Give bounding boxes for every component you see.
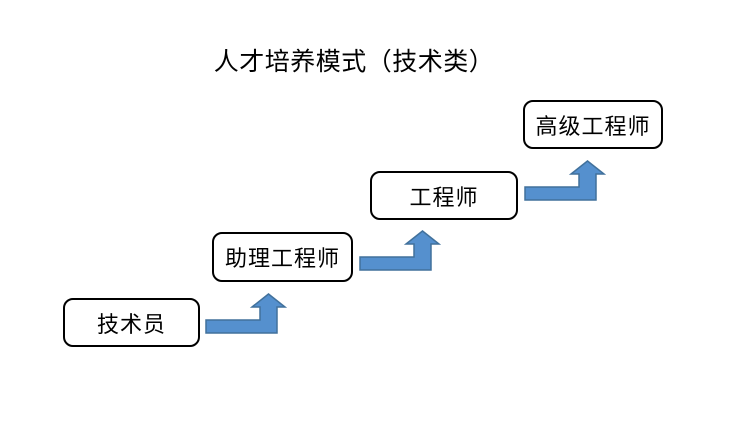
- bent-up-arrow-icon: [359, 230, 442, 271]
- diagram-title: 人才培养模式（技术类）: [213, 49, 495, 76]
- step-box-technician: 技术员: [63, 298, 200, 347]
- step-label: 技术员: [96, 311, 166, 337]
- step-box-engineer: 工程师: [370, 171, 518, 220]
- bent-up-arrow-icon: [524, 160, 607, 201]
- step-box-senior-engineer: 高级工程师: [523, 100, 663, 149]
- step-label: 高级工程师: [535, 113, 651, 139]
- step-label: 助理工程师: [224, 246, 340, 271]
- step-box-assistant-engineer: 助理工程师: [212, 232, 353, 282]
- step-label: 工程师: [409, 184, 479, 210]
- bent-up-arrow-icon: [205, 293, 288, 334]
